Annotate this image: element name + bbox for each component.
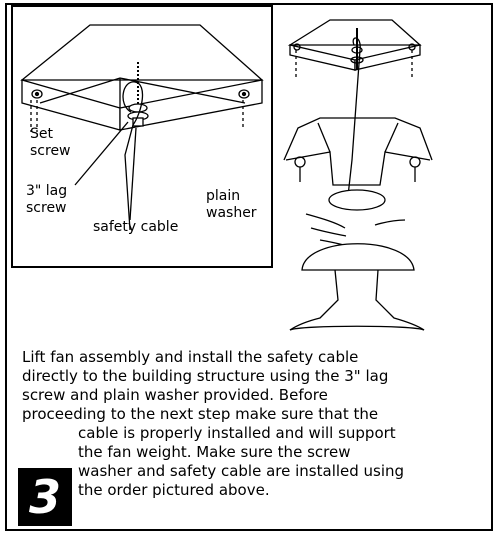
step-panel-frame <box>5 3 493 531</box>
instruction-line: the fan weight. Make sure the screw <box>78 443 351 461</box>
detail-inset-frame <box>11 5 273 268</box>
safety-cable-label: safety cable <box>93 219 179 235</box>
step-number-badge: 3 <box>18 468 72 526</box>
instruction-line: cable is properly installed and will sup… <box>78 424 396 442</box>
instruction-line: washer and safety cable are installed us… <box>78 462 405 480</box>
instruction-line: proceeding to the next step make sure th… <box>22 405 379 423</box>
instruction-line: the order pictured above. <box>78 481 270 499</box>
instruction-line: Lift fan assembly and install the safety… <box>22 348 359 366</box>
instruction-line: screw and plain washer provided. Before <box>22 386 328 404</box>
instruction-line: directly to the building structure using… <box>22 367 389 385</box>
